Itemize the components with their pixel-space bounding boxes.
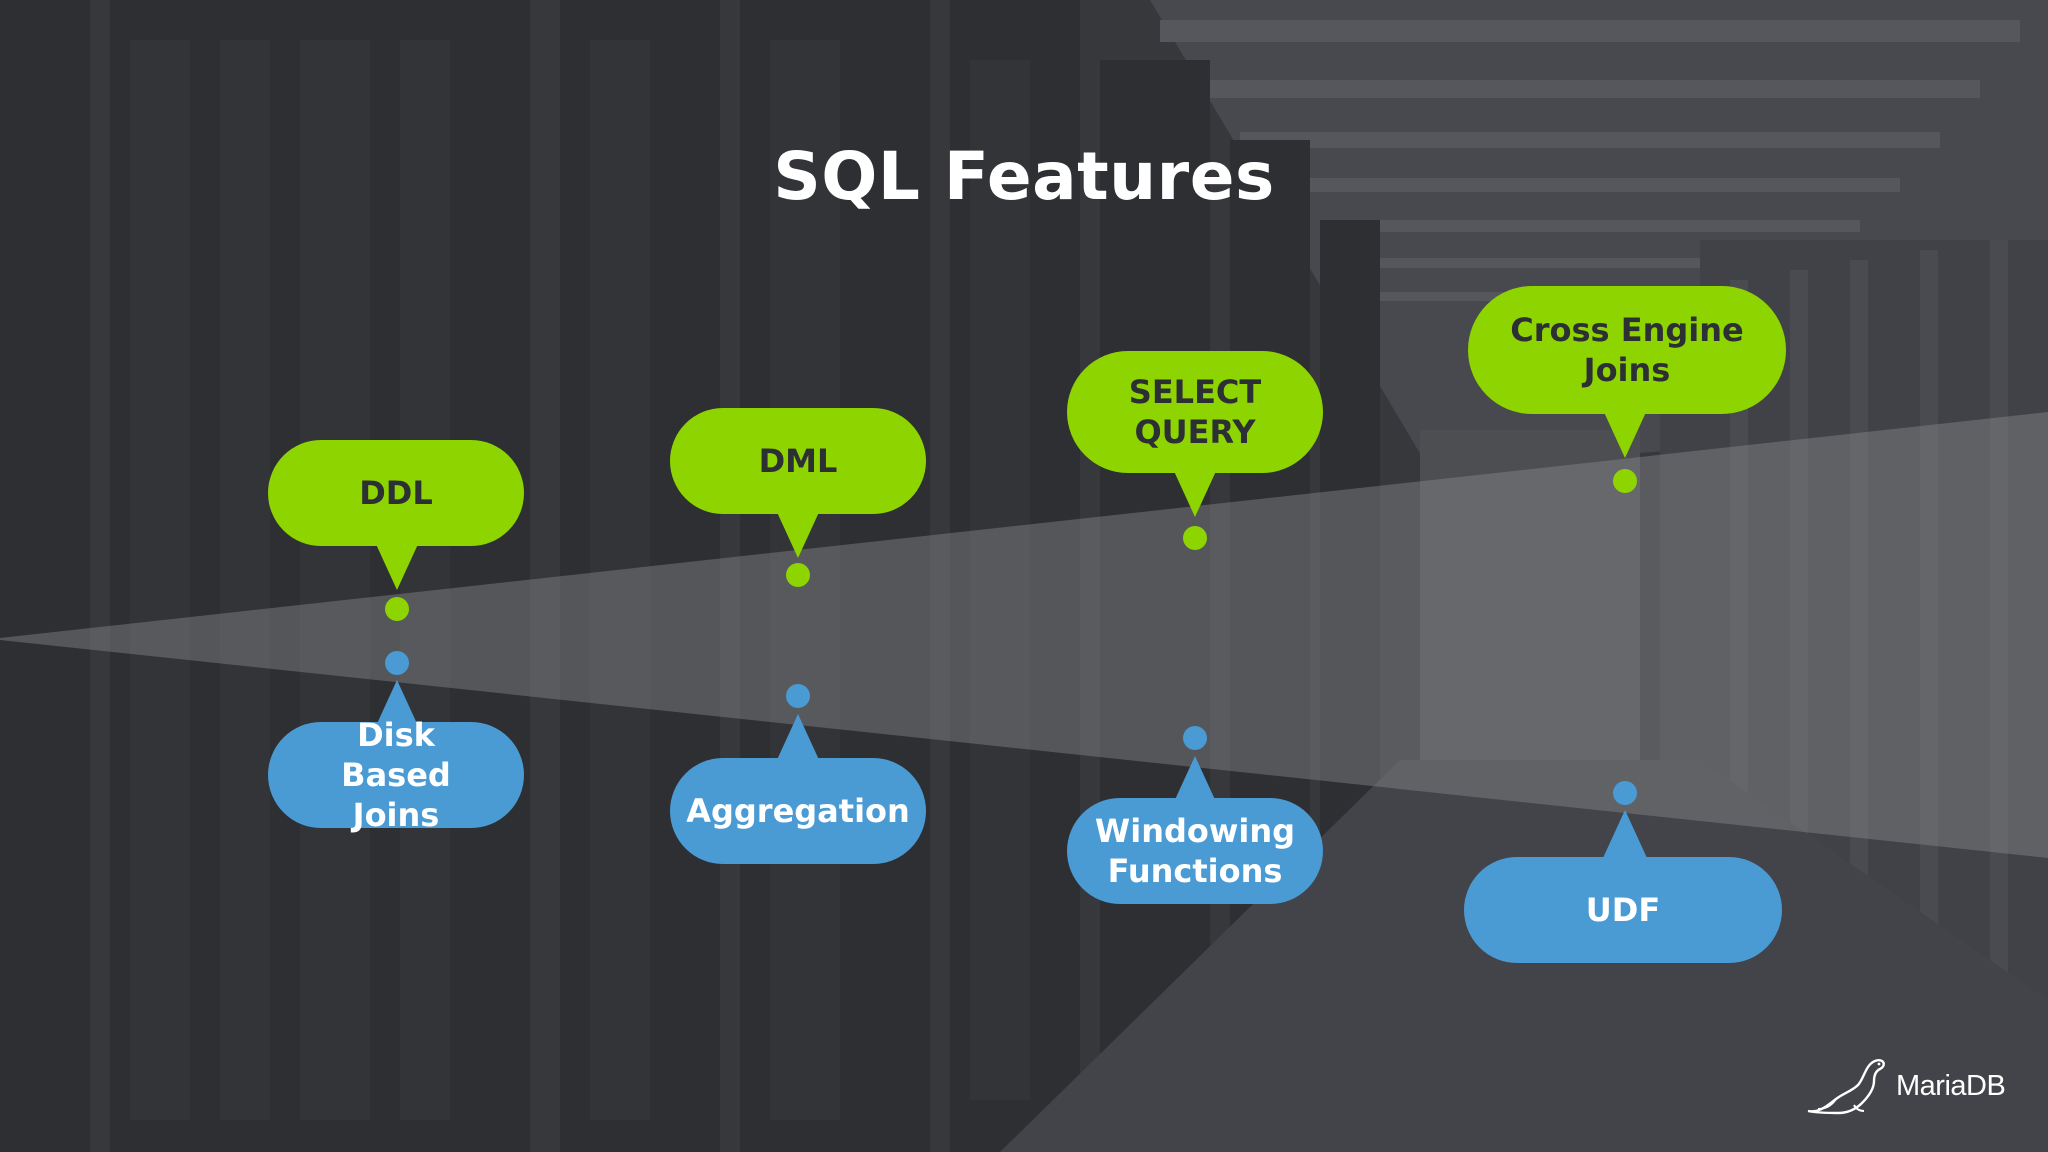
feature-label: Disk Based Joins: [341, 716, 451, 834]
timeline-dot: [786, 684, 810, 708]
brand-name: MariaDB: [1896, 1069, 2006, 1102]
slide-title: SQL Features: [773, 138, 1275, 215]
feature-bubble-udf: UDF: [1464, 857, 1782, 963]
feature-label: Windowing Functions: [1094, 812, 1296, 890]
callout-pointer: [1173, 756, 1217, 804]
callout-pointer: [776, 714, 820, 762]
timeline-dot: [1183, 526, 1207, 550]
mariadb-seal-logo-icon: [1807, 1059, 1885, 1115]
feature-bubble-cross-engine-joins: Cross Engine Joins: [1468, 286, 1786, 414]
timeline-dot: [1613, 469, 1637, 493]
feature-label: UDF: [1585, 891, 1661, 929]
timeline-dot: [786, 563, 810, 587]
feature-bubble-windowing-functions: Windowing Functions: [1067, 798, 1323, 904]
timeline-dot: [1613, 781, 1637, 805]
feature-label: DDL: [359, 474, 433, 512]
timeline-dot: [385, 597, 409, 621]
mariadb-logo: MariaDB: [1806, 1052, 2006, 1120]
timeline-dot: [1183, 726, 1207, 750]
callout-pointer: [375, 542, 419, 590]
feature-label: Cross Engine Joins: [1510, 311, 1744, 389]
feature-label: SELECT QUERY: [1128, 373, 1262, 451]
feature-label: DML: [758, 442, 838, 480]
feature-bubble-select-query: SELECT QUERY: [1067, 351, 1323, 473]
callout-pointer: [776, 510, 820, 558]
feature-label: Aggregation: [686, 792, 910, 830]
feature-bubble-aggregation: Aggregation: [670, 758, 926, 864]
callout-pointer: [375, 680, 419, 728]
timeline-dot: [385, 651, 409, 675]
feature-bubble-disk-based-joins: Disk Based Joins: [268, 716, 524, 834]
callout-pointer: [1603, 410, 1647, 458]
feature-bubble-dml: DML: [670, 408, 926, 514]
feature-bubble-ddl: DDL: [268, 440, 524, 546]
callout-pointer: [1603, 810, 1647, 858]
callout-pointer: [1173, 469, 1217, 517]
